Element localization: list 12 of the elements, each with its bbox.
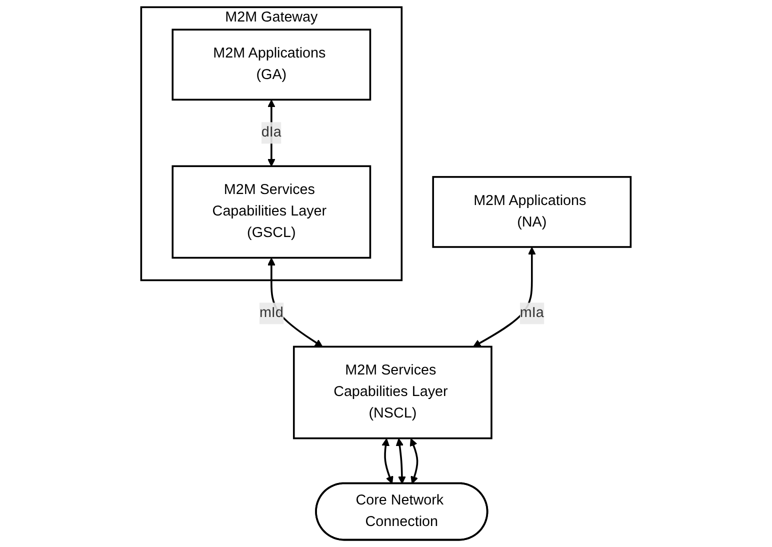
arrow — [473, 247, 536, 348]
node-box: M2M Services Capabilities Layer (GSCL) — [172, 165, 372, 259]
node-box: M2M Applications (NA) — [432, 176, 632, 248]
arrow — [382, 438, 394, 484]
arrow — [410, 438, 418, 484]
arrow — [396, 438, 406, 484]
arrow — [268, 258, 323, 348]
edge-label: mIa — [520, 305, 544, 321]
edge-label: dIa — [261, 124, 282, 140]
node-box: M2M Applications (GA) — [172, 28, 372, 101]
edge-label: mId — [260, 305, 284, 321]
node-box: M2M Services Capabilities Layer (NSCL) — [293, 346, 492, 440]
